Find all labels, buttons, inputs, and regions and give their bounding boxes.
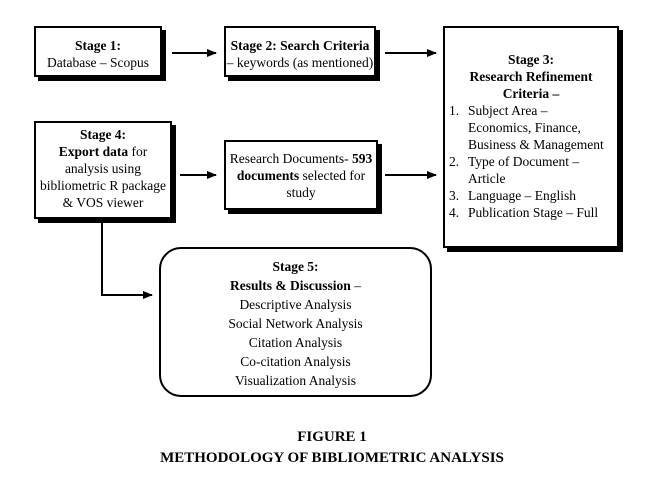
criteria-number: 2.: [449, 154, 460, 169]
analysis-item: Citation Analysis: [248, 335, 343, 350]
research-documents-box: Research Documents- 593 documents select…: [224, 140, 378, 210]
stage-4-line-1: Export data for: [36, 143, 170, 160]
stage-4-text: for: [128, 144, 148, 159]
criteria-text: Subject Area – Economics, Finance, Busin…: [468, 103, 604, 152]
stage-2-title: Stage 2: Search Criteria: [230, 38, 370, 53]
documents-label: documents: [236, 168, 300, 183]
research-docs-text: selected for: [299, 168, 366, 183]
analysis-item: Visualization Analysis: [234, 373, 357, 388]
criteria-number: 3.: [449, 188, 460, 203]
stage-5-dash: –: [350, 278, 361, 293]
research-docs-line-2: documents selected for: [226, 167, 376, 184]
stage-4-box: Stage 4: Export data for analysis using …: [34, 121, 172, 219]
stage-1-text: Database – Scopus: [47, 55, 149, 70]
analysis-item: Descriptive Analysis: [239, 297, 352, 312]
research-docs-line-1: Research Documents- 593: [226, 150, 376, 167]
analysis-item: Social Network Analysis: [228, 316, 363, 331]
stage-5-box: Stage 5: Results & Discussion – Descript…: [159, 247, 432, 397]
stage-2-text: – keywords (as mentioned): [226, 55, 374, 70]
stage-3-subtitle: Research Refinement: [469, 69, 593, 84]
criteria-text: Publication Stage – Full: [468, 205, 599, 220]
stage-1-box: Stage 1: Database – Scopus: [34, 26, 162, 77]
criteria-list: 1. Subject Area – Economics, Finance, Bus…: [445, 102, 617, 221]
stage-4-line-3: bibliometric R package: [40, 178, 166, 193]
stage-1-title: Stage 1:: [74, 38, 122, 53]
figure-title: METHODOLOGY OF BIBLIOMETRIC ANALYSIS: [160, 450, 504, 466]
criteria-number: 1.: [449, 103, 460, 118]
stage-3-box: Stage 3: Research Refinement Criteria – …: [443, 26, 619, 248]
criteria-item: 4. Publication Stage – Full: [449, 204, 611, 221]
criteria-number: 4.: [449, 205, 460, 220]
results-discussion-label: Results & Discussion: [230, 278, 351, 293]
stage-4-line-4: & VOS viewer: [62, 195, 144, 210]
stage-2-box: Stage 2: Search Criteria – keywords (as …: [224, 26, 376, 77]
stage-5-heading: Results & Discussion –: [161, 276, 430, 295]
stage-4-title: Stage 4:: [79, 127, 127, 142]
criteria-item: 3. Language – English: [449, 187, 611, 204]
stage-3-subtitle-2: Criteria –: [502, 86, 560, 101]
criteria-text: Language – English: [468, 188, 576, 203]
stage-3-title: Stage 3:: [507, 52, 555, 67]
document-count: 593: [351, 151, 373, 166]
stage-4-line-2: analysis using: [64, 161, 142, 176]
analysis-item: Co-citation Analysis: [240, 354, 351, 369]
figure-number: FIGURE 1: [297, 429, 367, 445]
criteria-text: Type of Document – Article: [468, 154, 580, 186]
arrow-stage4-to-stage5: [101, 221, 153, 299]
stage-5-title: Stage 5:: [272, 259, 319, 274]
export-data-label: Export data: [58, 144, 129, 159]
criteria-item: 1. Subject Area – Economics, Finance, Bus…: [449, 102, 611, 153]
research-docs-label: Research Documents-: [229, 151, 352, 166]
research-docs-line-3: study: [286, 185, 316, 200]
criteria-item: 2. Type of Document – Article: [449, 153, 611, 187]
